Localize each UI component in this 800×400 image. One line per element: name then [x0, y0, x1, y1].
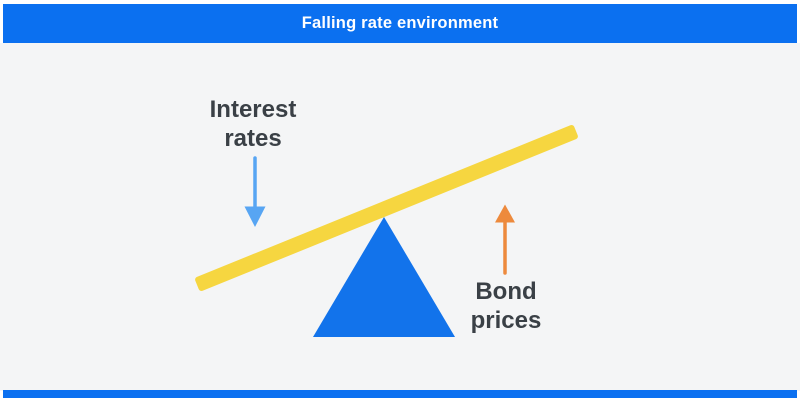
header-title: Falling rate environment [301, 14, 499, 32]
diagram-canvas [0, 43, 800, 391]
interest-rates-label-line1: Interest [209, 96, 297, 123]
bond-prices-label-line2: prices [470, 307, 542, 334]
bond-prices-label-line1: Bond [475, 278, 537, 305]
header-bar: Falling rate environment [3, 4, 797, 43]
interest-rates-label-line2: rates [224, 125, 282, 152]
bond-prices-label: Bond prices [406, 277, 606, 335]
interest-rates-label: Interest rates [153, 95, 353, 153]
footer-bar [3, 390, 797, 398]
